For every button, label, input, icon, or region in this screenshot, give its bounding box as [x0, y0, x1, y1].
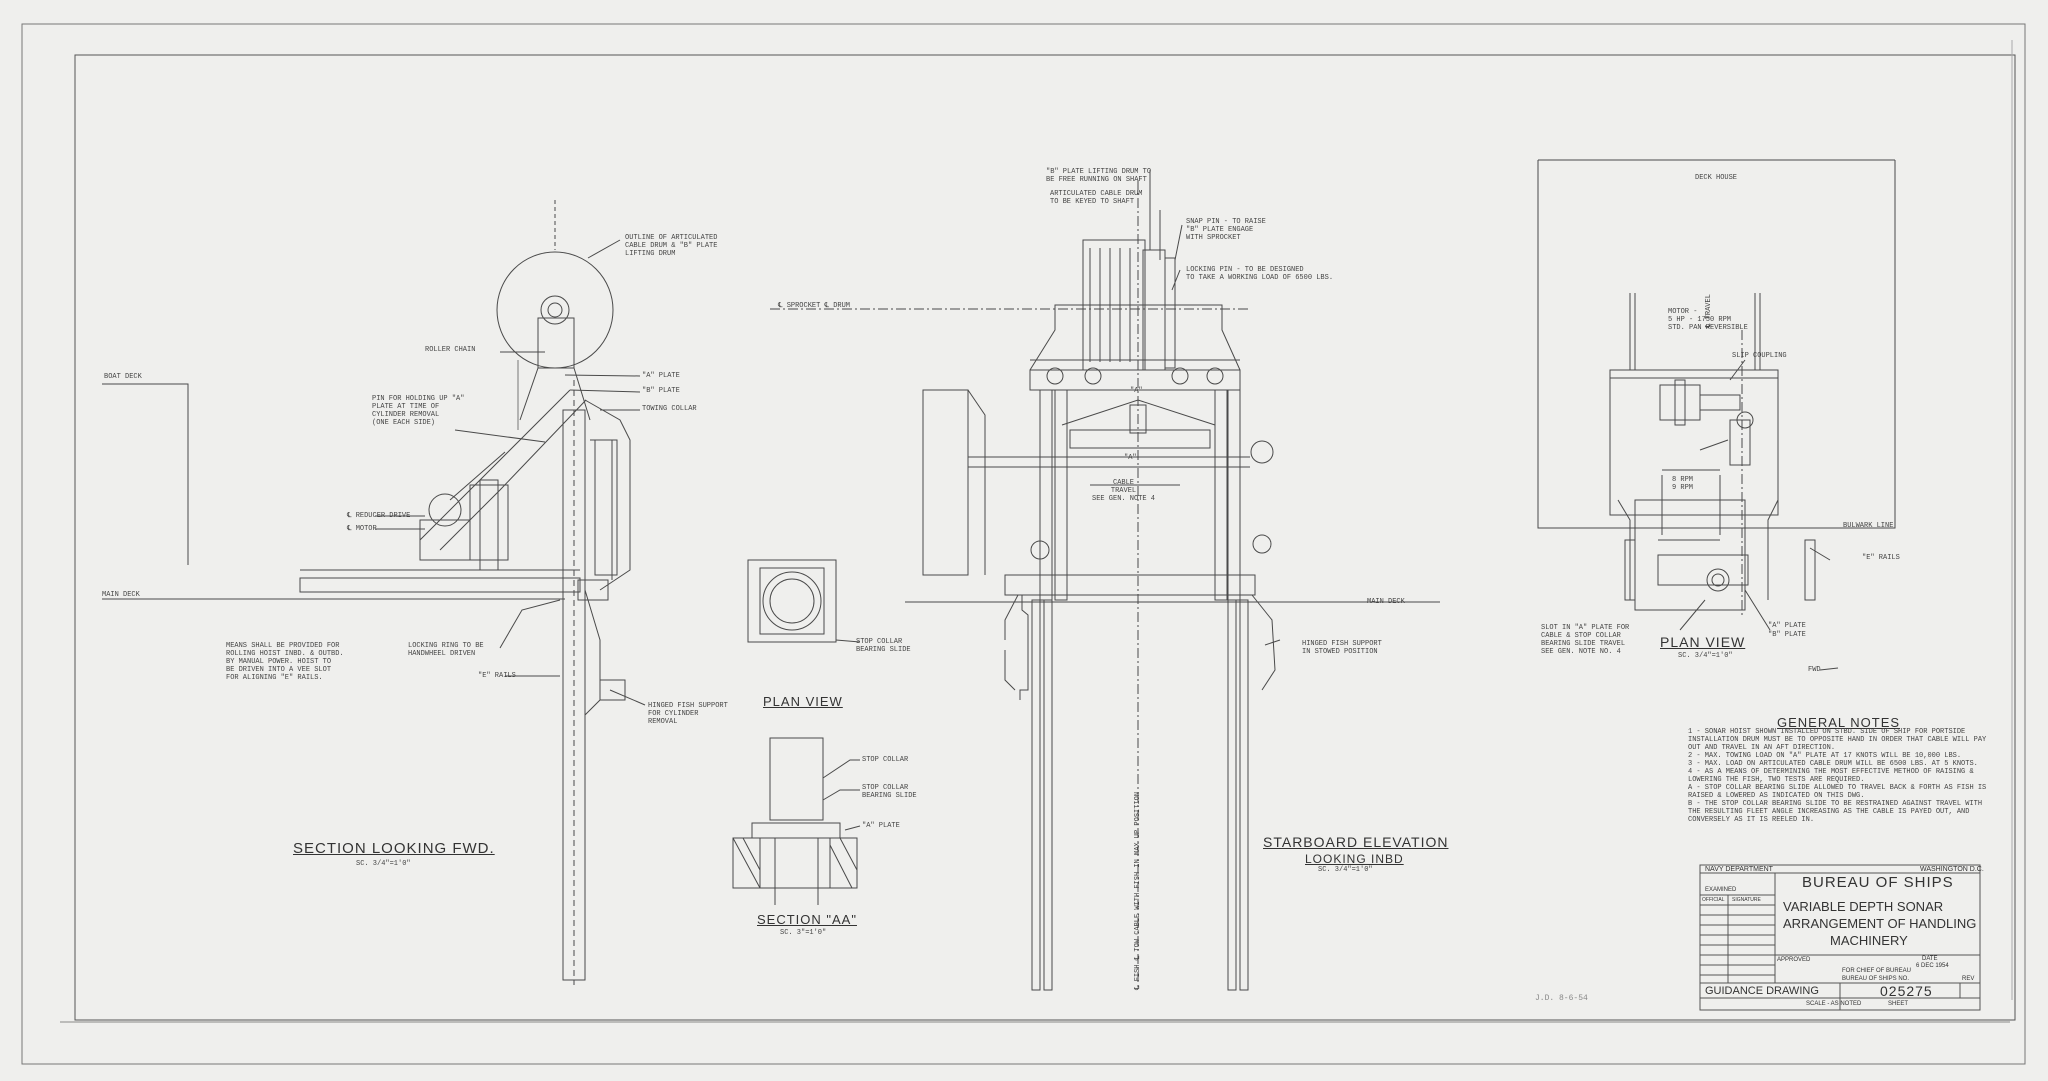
title-line-3: Machinery: [1830, 933, 1908, 948]
plan-view-right-title: Plan View: [1660, 634, 1746, 650]
slip-coupling-label: Slip Coupling: [1732, 352, 1787, 360]
title-line-2: Arrangement Of Handling: [1783, 916, 1977, 931]
motor-label-right: Motor - 5 HP - 1750 RPM Std. Pan Reversi…: [1668, 308, 1748, 332]
title-block-lines: [1699, 864, 1981, 1011]
b-plate-label-left: "B" Plate: [642, 387, 680, 395]
a-plate-label-left: "A" Plate: [642, 372, 680, 380]
drawing-mark: J.D. 8-6-54: [1535, 994, 1588, 1003]
drawing-number: 025275: [1880, 983, 1933, 999]
bureau-of-ships: Bureau Of Ships: [1802, 874, 1954, 891]
general-note-4: 4 - As A Means Of Determining The Most E…: [1688, 768, 1974, 784]
date-value: 6 Dec 1954: [1916, 963, 1949, 969]
means-note: Means Shall Be Provided For Rolling Hois…: [226, 642, 344, 682]
hinged-cylinder-label: Hinged Fish Support For Cylinder Removal: [648, 702, 728, 726]
starboard-elevation-drawing: [770, 170, 1440, 991]
slot-note: Slot In "A" Plate For Cable & Stop Colla…: [1541, 624, 1630, 656]
section-aa-scale: SC. 3"=1'0": [780, 929, 827, 937]
towing-collar-label: Towing Collar: [642, 405, 697, 413]
stop-collar-slide-label: Stop Collar Bearing Slide: [856, 638, 911, 654]
starboard-scale: SC. 3/4"=1'0": [1318, 866, 1373, 874]
a-mark-low: "A": [1124, 454, 1137, 462]
plan-view-right-scale: SC. 3/4"=1'0": [1678, 652, 1733, 660]
general-note-4b: b - The Stop Collar Bearing Slide To Be …: [1688, 800, 1983, 824]
washington: Washington D.C.: [1920, 866, 1984, 873]
general-note-4a: a - Stop Collar Bearing Slide Allowed To…: [1688, 784, 1987, 800]
locking-ring-label: Locking Ring to be Handwheel Driven: [408, 642, 484, 658]
e-rails-label-left: "E" Rails: [478, 672, 516, 680]
outline-drum-label: Outline of Articulated Cable Drum & "B" …: [625, 234, 718, 258]
stop-collar-label: Stop Collar: [862, 756, 909, 764]
bulwark-line-label: Bulwark Line: [1843, 522, 1894, 530]
motor-label-left: ℄ Motor: [347, 525, 377, 533]
inner-border: [74, 54, 2016, 1021]
e-rails-label-right: "E" Rails: [1862, 554, 1900, 562]
main-deck-label-left: Main Deck: [102, 591, 140, 599]
articulated-drum-label: Articulated Cable Drum To Be Keyed To Sh…: [1050, 190, 1143, 206]
b-lifting-drum-label: "B" Plate Lifting Drum To Be Free Runnin…: [1046, 168, 1152, 184]
a-plate-aa-label: "A" Plate: [862, 822, 900, 830]
title-line-1: Variable Depth Sonar: [1783, 899, 1944, 914]
sprocket-drum-label: ℄ Sprocket ℄ Drum: [778, 302, 850, 310]
general-note-2: 2 - Max. Towing Load On "A" Plate At 17 …: [1688, 752, 1962, 760]
roller-chain-label: Roller Chain: [425, 346, 476, 354]
signature-label: Signature: [1732, 897, 1761, 903]
main-deck-label-mid: Main Deck: [1367, 598, 1405, 606]
scale-label: Scale - As Noted: [1806, 1001, 1862, 1007]
fwd-label: Fwd: [1808, 666, 1821, 674]
date-label: Date: [1922, 956, 1938, 962]
for-chief: For Chief Of Bureau: [1842, 968, 1912, 974]
travel-label: ℄ Travel: [1705, 294, 1713, 328]
a-plate-label-right: "A" Plate: [1768, 622, 1806, 630]
rev-label: Rev: [1962, 976, 1975, 982]
general-note-1: 1 - Sonar Hoist Shown Installed On Stbd.…: [1688, 728, 1987, 752]
stop-collar-slide-label-2: Stop Collar Bearing Slide: [862, 784, 917, 800]
section-fwd-title: Section Looking Fwd.: [293, 840, 495, 857]
outer-border: [21, 23, 2026, 1065]
rpm-label: 8 RPM 9 RPM: [1672, 476, 1694, 492]
sheet-label: Sheet: [1888, 1001, 1909, 1007]
deck-house-label: Deck House: [1695, 174, 1738, 182]
starboard-subtitle: Looking Inbd: [1305, 852, 1404, 866]
general-notes-list: 1 - Sonar Hoist Shown Installed On Stbd.…: [1688, 728, 1988, 824]
tow-cable-vertical-label: ℄ Fish ℄ Tow Cable With Fish In Max Up P…: [1134, 791, 1142, 990]
section-aa-title: Section "AA": [757, 912, 857, 927]
cable-travel-label: Cable Travel See Gen. Note 4: [1092, 479, 1156, 503]
examined-label: Examined: [1705, 887, 1737, 893]
b-plate-label-right: "B" Plate: [1768, 631, 1806, 639]
boat-deck-label: Boat Deck: [104, 373, 142, 381]
general-note-3: 3 - Max. Load On Articulated Cable Drum …: [1688, 760, 1978, 768]
plan-view-mid-title: Plan View: [763, 694, 843, 709]
reducer-drive-label: ℄ Reducer Drive: [347, 512, 411, 520]
general-notes-heading: General Notes: [1777, 715, 1901, 730]
guidance-drawing: Guidance Drawing: [1705, 985, 1819, 997]
plan-view-mid-drawing: [747, 559, 861, 643]
bureau-ships-no: Bureau Of Ships No.: [1842, 976, 1910, 982]
locking-pin-label: Locking Pin - To Be Designed To Take A W…: [1186, 266, 1334, 282]
hinged-stowed-label: Hinged Fish Support In Stowed Position: [1302, 640, 1382, 656]
pin-holding-label: Pin for Holding up "A" Plate at Time of …: [372, 395, 465, 427]
starboard-title: Starboard Elevation: [1263, 834, 1449, 850]
plan-view-right-drawing: [1537, 159, 1896, 671]
navy-department: Navy Department: [1705, 866, 1773, 873]
section-aa-drawing: [732, 737, 861, 905]
snap-pin-label: Snap Pin - To Raise "B" Plate Engage Wit…: [1186, 218, 1266, 242]
official-label: Official: [1702, 897, 1725, 903]
a-mark-top: "A": [1130, 387, 1143, 395]
section-fwd-drawing: [102, 200, 646, 985]
section-fwd-scale: SC. 3/4"=1'0": [356, 860, 411, 868]
approved-label: Approved: [1777, 957, 1811, 963]
